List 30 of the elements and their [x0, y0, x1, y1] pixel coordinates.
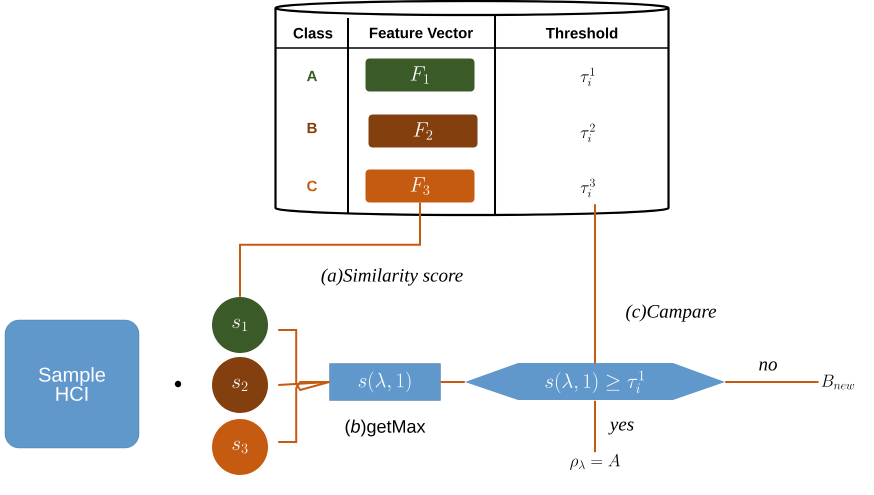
result-text: $\rho_\lambda = A$ — [570, 454, 620, 470]
connector-line — [278, 329, 330, 392]
edge-label: no — [758, 360, 779, 372]
connector-line — [594, 400, 596, 452]
max-box: $s(\lambda,1)$ — [329, 363, 441, 401]
edge-label: yes — [608, 420, 636, 436]
threshold-value: $\tau_i^3$ — [580, 178, 595, 198]
compare-hexagon: $s(\lambda,1)\geq\tau_i^1$ — [465, 363, 725, 400]
caption-text: (b)getMax — [346, 420, 426, 436]
class-label: C — [307, 180, 317, 192]
connector-line — [725, 381, 819, 383]
feature-box: $F_1$ — [366, 58, 474, 92]
column-header: Feature Vector — [370, 28, 473, 38]
sample-box: Sample HCI — [4, 320, 140, 448]
edge-label: (a)Similarity score — [320, 267, 464, 287]
threshold-value: $\tau_i^2$ — [580, 124, 595, 142]
class-label: B — [308, 122, 317, 134]
feature-box: $F_3$ — [366, 170, 474, 202]
connector-line — [278, 381, 330, 443]
result-text: $B_{new}$ — [822, 374, 854, 390]
threshold-value: $\tau_i^1$ — [580, 68, 594, 86]
feature-box: $F_2$ — [368, 114, 478, 148]
connector-line — [239, 202, 421, 297]
edge-label: (c)Campare — [624, 303, 718, 323]
connector-line — [594, 204, 596, 364]
connector-line — [440, 381, 465, 383]
column-header: Threshold — [546, 28, 618, 38]
database-cylinder — [274, 0, 670, 216]
class-label: A — [306, 70, 318, 82]
column-header: Class — [294, 28, 332, 38]
